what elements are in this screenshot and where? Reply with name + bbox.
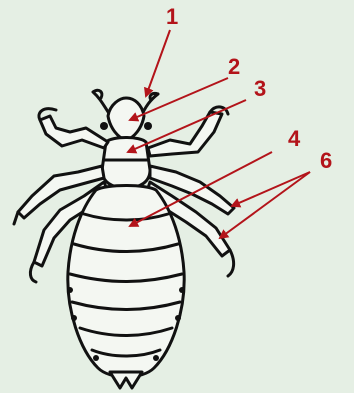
label-2: 2 [228,54,240,79]
label-4: 4 [288,126,301,151]
label-6: 6 [320,148,332,173]
head [108,98,144,140]
eye-left [100,122,108,130]
label-1: 1 [166,4,178,29]
label-3: 3 [254,76,266,101]
eye-right [144,122,152,130]
abdomen [67,186,185,389]
